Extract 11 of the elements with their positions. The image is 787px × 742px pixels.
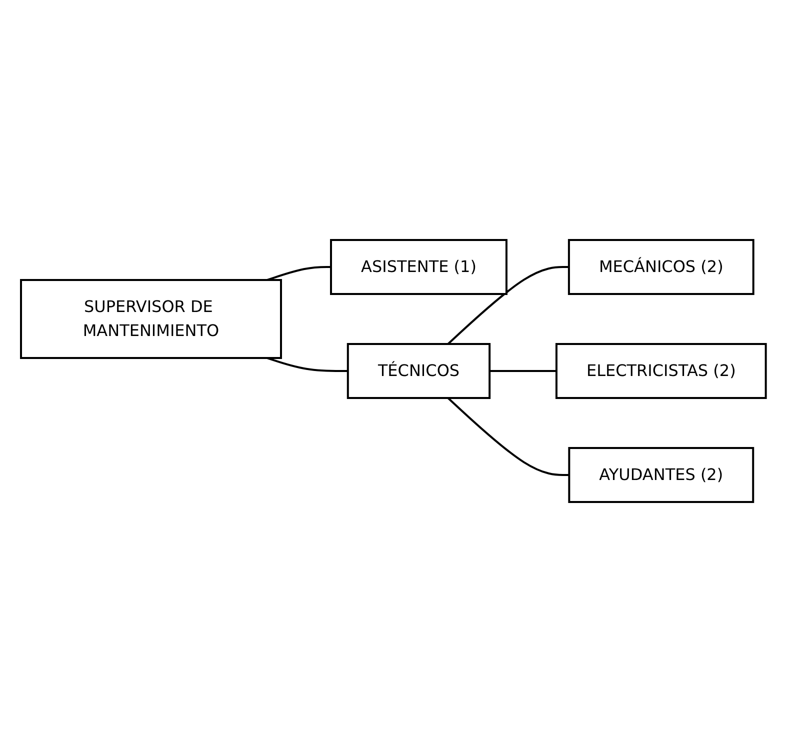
node-box: TÉCNICOS <box>347 343 491 399</box>
connector <box>267 357 348 372</box>
node-box: MECÁNICOS (2) <box>568 239 754 295</box>
node-box: AYUDANTES (2) <box>568 447 754 503</box>
connector <box>490 370 557 372</box>
connector <box>267 266 332 281</box>
node-box: ELECTRICISTAS (2) <box>556 343 767 399</box>
node-box: ASISTENTE (1) <box>330 239 508 295</box>
connector <box>447 397 570 476</box>
connector <box>447 266 570 345</box>
node-box: SUPERVISOR DE MANTENIMIENTO <box>20 279 282 359</box>
